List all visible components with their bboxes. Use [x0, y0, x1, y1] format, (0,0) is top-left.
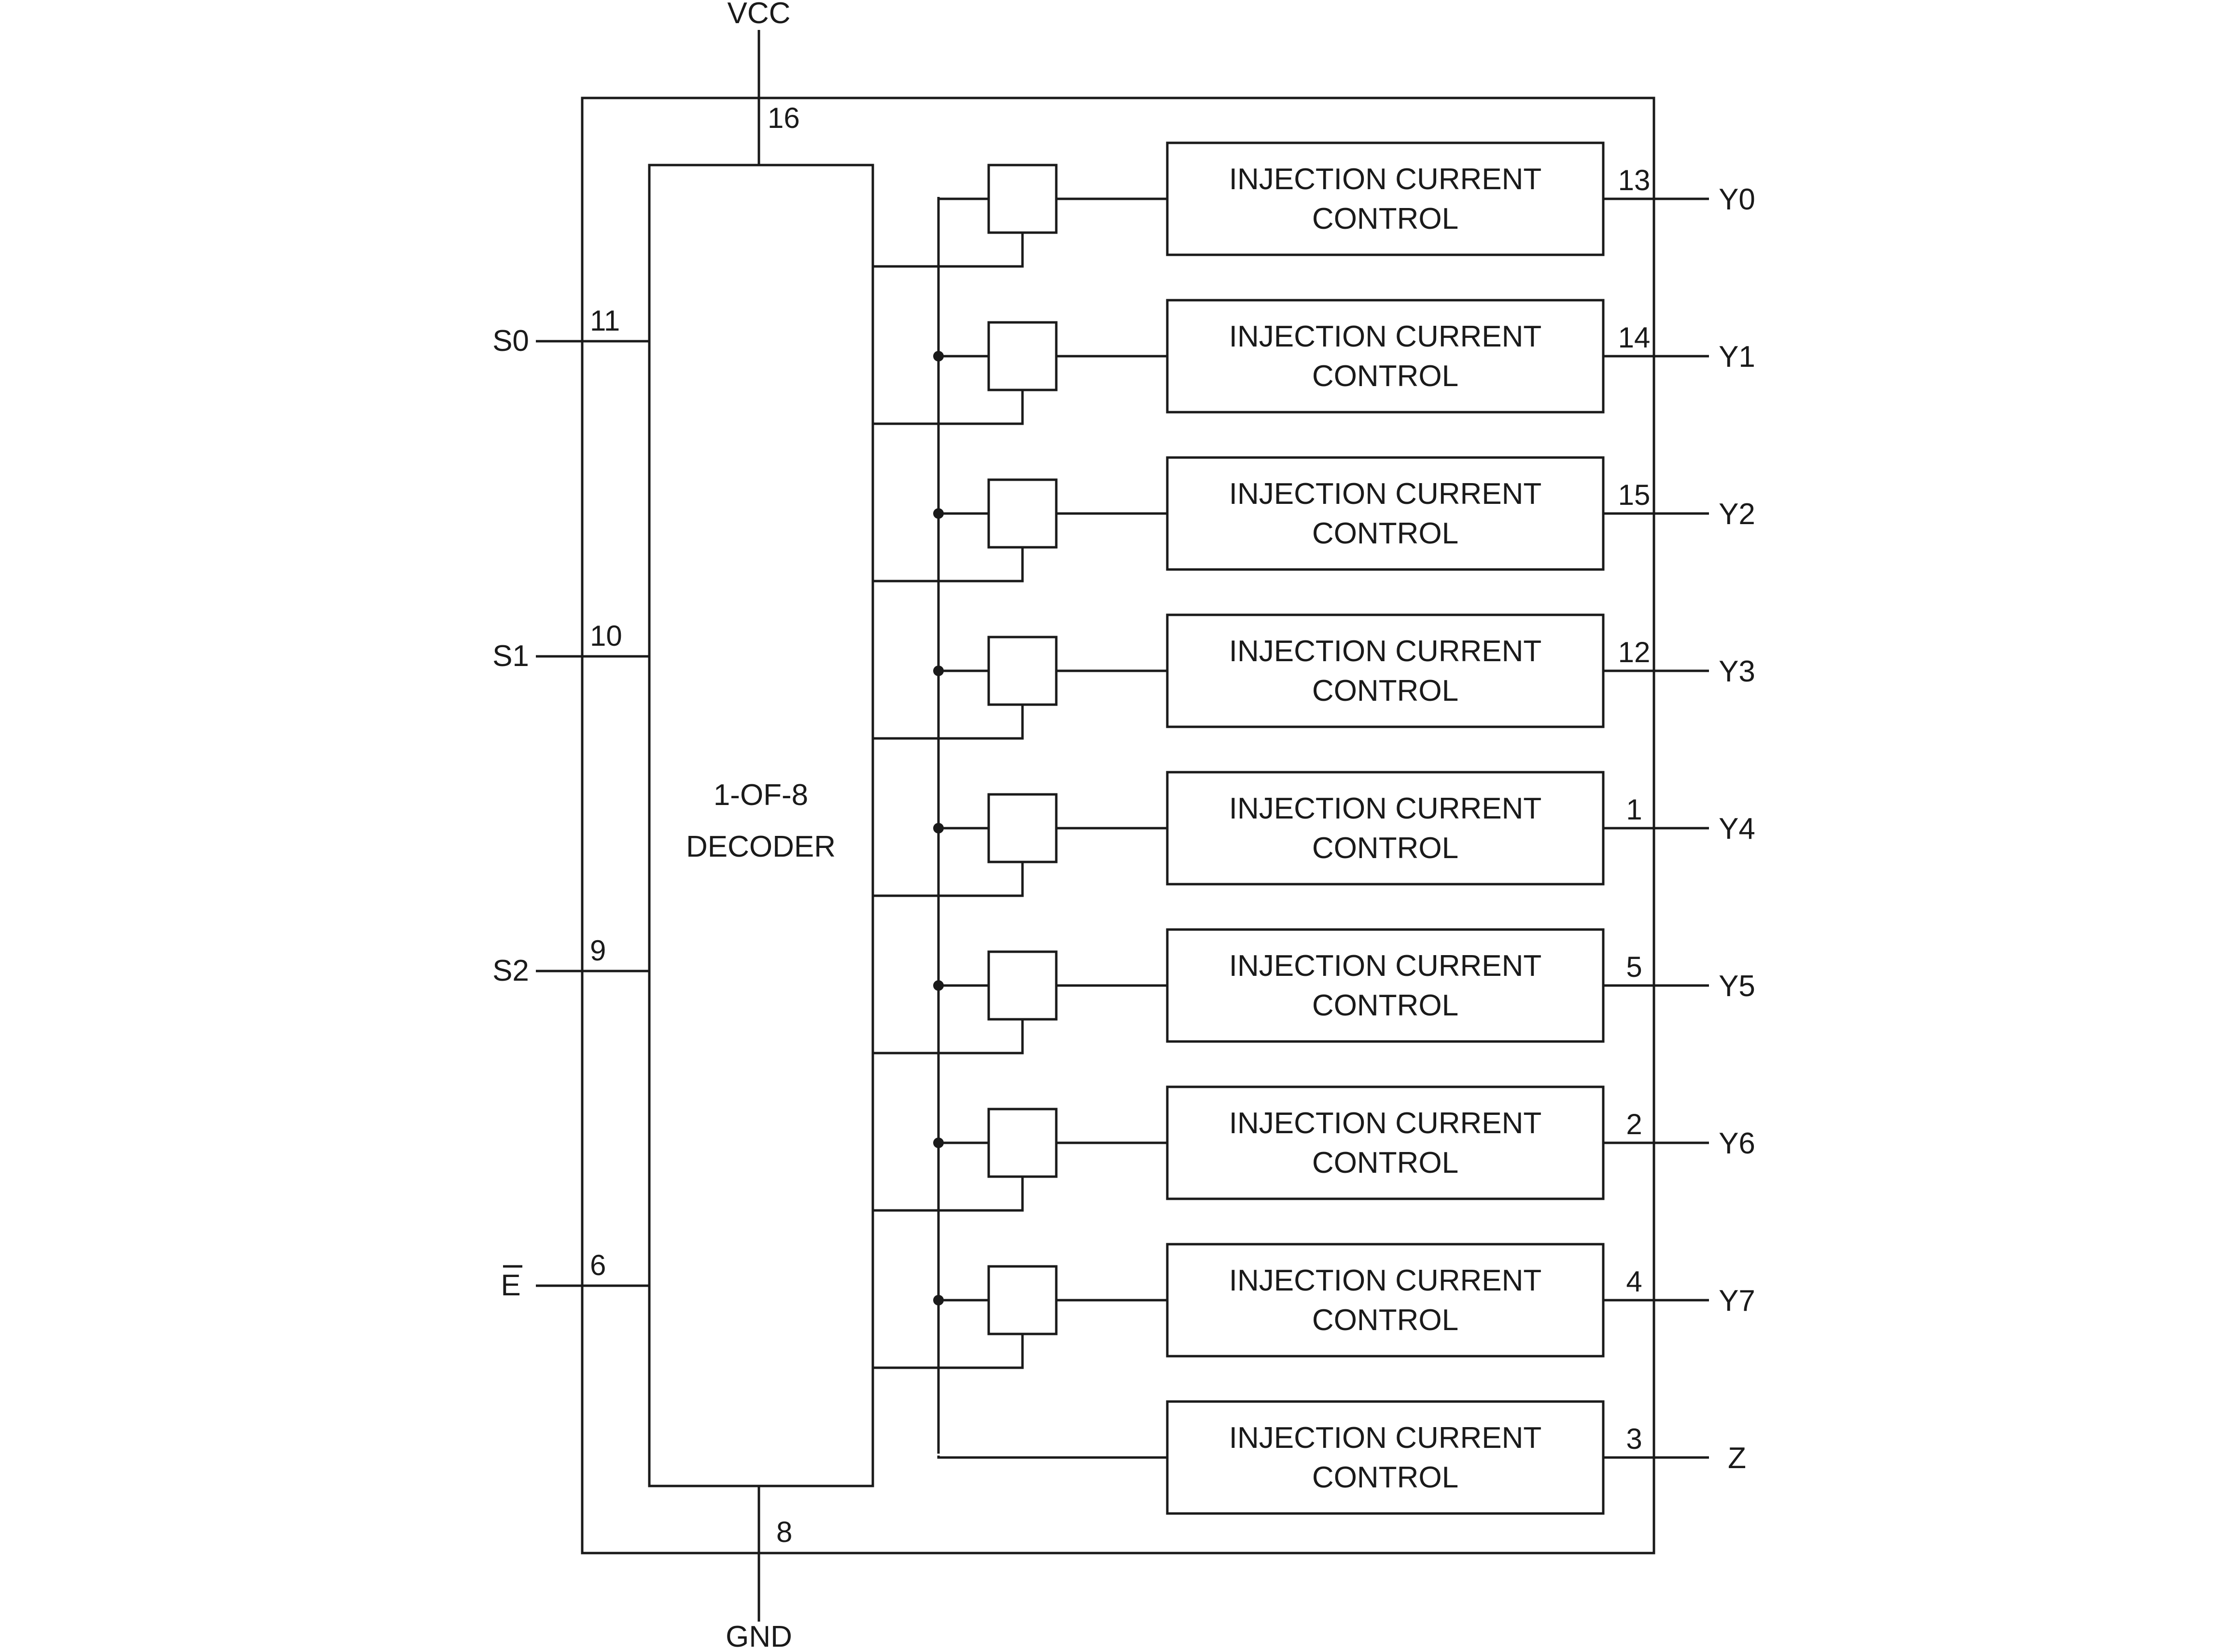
gnd-label: GND	[726, 1620, 792, 1652]
switch-y4	[987, 793, 1058, 863]
output-y7-label: Y7	[1719, 1284, 1755, 1318]
block-y6-text-line2: CONTROL	[1312, 1146, 1458, 1180]
block-z-text-line2: CONTROL	[1312, 1461, 1458, 1494]
decoder-label-line1: 1-OF-8	[714, 778, 808, 812]
injection-current-control-block-y0	[1166, 141, 1605, 256]
decoder-output-y0-wire	[873, 233, 1024, 268]
junction-dot-y4	[933, 823, 944, 833]
decoder-output-y5-wire	[873, 1019, 1024, 1055]
vcc-pin-number: 16	[768, 102, 800, 134]
block-y5-text-line1: INJECTION CURRENT	[1229, 949, 1542, 983]
switch-y1	[987, 321, 1058, 391]
junction-dot-y5	[933, 980, 944, 991]
input-s0-label: S0	[492, 324, 529, 358]
switch-y6	[987, 1108, 1058, 1178]
block-y4-text-line1: INJECTION CURRENT	[1229, 792, 1542, 825]
block-y6-text-line1: INJECTION CURRENT	[1229, 1107, 1542, 1140]
output-y1-pin-number: 14	[1618, 321, 1651, 354]
block-z-text-line1: INJECTION CURRENT	[1229, 1421, 1542, 1455]
output-y4-label: Y4	[1719, 812, 1755, 846]
injection-current-control-block-y1	[1166, 299, 1605, 414]
block-y7-text-line1: INJECTION CURRENT	[1229, 1264, 1542, 1297]
input-e-pin-number: 6	[590, 1249, 606, 1281]
output-y0-pin-number: 13	[1618, 164, 1651, 196]
junction-dot-y2	[933, 508, 944, 519]
input-s2-label: S2	[492, 954, 529, 987]
input-s0-pin-number: 11	[590, 305, 620, 337]
decoder-output-y3-wire	[873, 705, 1024, 740]
block-y7-text-line2: CONTROL	[1312, 1304, 1458, 1337]
decoder-output-y6-wire	[873, 1177, 1024, 1212]
block-y0-text-line1: INJECTION CURRENT	[1229, 163, 1542, 196]
output-y3-label: Y3	[1719, 655, 1755, 688]
input-s2-pin-number: 9	[590, 934, 606, 967]
output-y4-pin-number: 1	[1626, 793, 1642, 826]
junction-dot-y1	[933, 351, 944, 361]
junction-dot-y6	[933, 1138, 944, 1148]
output-y5-label: Y5	[1719, 970, 1755, 1003]
output-z-label: Z	[1728, 1442, 1746, 1475]
output-y0-label: Y0	[1719, 183, 1755, 216]
decoder-label-line2: DECODER	[686, 830, 836, 863]
block-y4-text-line2: CONTROL	[1312, 832, 1458, 865]
output-y2-pin-number: 15	[1618, 479, 1651, 511]
injection-current-control-block-y5	[1166, 928, 1605, 1043]
decoder-output-y1-wire	[873, 390, 1024, 425]
block-y1-text-line1: INJECTION CURRENT	[1229, 320, 1542, 353]
output-y6-pin-number: 2	[1626, 1108, 1642, 1140]
bus-to-block-z-wire	[937, 1456, 1167, 1459]
block-y3-text-line1: INJECTION CURRENT	[1229, 635, 1542, 668]
switch-y3	[987, 636, 1058, 706]
input-s1-label: S1	[492, 639, 529, 673]
junction-dot-y3	[933, 666, 944, 676]
package-outline	[581, 97, 1655, 1555]
input-e-label: E	[501, 1269, 520, 1302]
switch-y5	[987, 950, 1058, 1021]
injection-current-control-block-z	[1166, 1400, 1605, 1515]
output-y7-pin-number: 4	[1626, 1265, 1642, 1298]
injection-current-control-block-y7	[1166, 1243, 1605, 1358]
block-y5-text-line2: CONTROL	[1312, 989, 1458, 1022]
decoder-output-y2-wire	[873, 547, 1024, 583]
block-y0-text-line2: CONTROL	[1312, 202, 1458, 236]
switch-y7	[987, 1265, 1058, 1335]
output-y3-pin-number: 12	[1618, 636, 1651, 668]
injection-current-control-block-y4	[1166, 771, 1605, 886]
output-y2-label: Y2	[1719, 498, 1755, 531]
decoder-output-y7-wire	[873, 1334, 1024, 1369]
block-y1-text-line2: CONTROL	[1312, 360, 1458, 393]
output-y6-label: Y6	[1719, 1127, 1755, 1160]
injection-current-control-block-y3	[1166, 613, 1605, 728]
decoder-output-y4-wire	[873, 862, 1024, 897]
output-y1-label: Y1	[1719, 340, 1755, 374]
injection-current-control-block-y2	[1166, 456, 1605, 571]
block-y2-text-line1: INJECTION CURRENT	[1229, 477, 1542, 511]
injection-current-control-block-y6	[1166, 1085, 1605, 1200]
input-s1-pin-number: 10	[590, 620, 622, 652]
junction-dot-y7	[933, 1295, 944, 1305]
switch-y0	[987, 164, 1058, 234]
switch-y2	[987, 478, 1058, 549]
output-y5-pin-number: 5	[1626, 951, 1642, 983]
gnd-pin-number: 8	[776, 1516, 792, 1548]
vcc-label: VCC	[728, 0, 791, 30]
block-y2-text-line2: CONTROL	[1312, 517, 1458, 550]
decoder-block	[648, 164, 874, 1487]
output-z-pin-number: 3	[1626, 1423, 1642, 1455]
block-y3-text-line2: CONTROL	[1312, 674, 1458, 708]
